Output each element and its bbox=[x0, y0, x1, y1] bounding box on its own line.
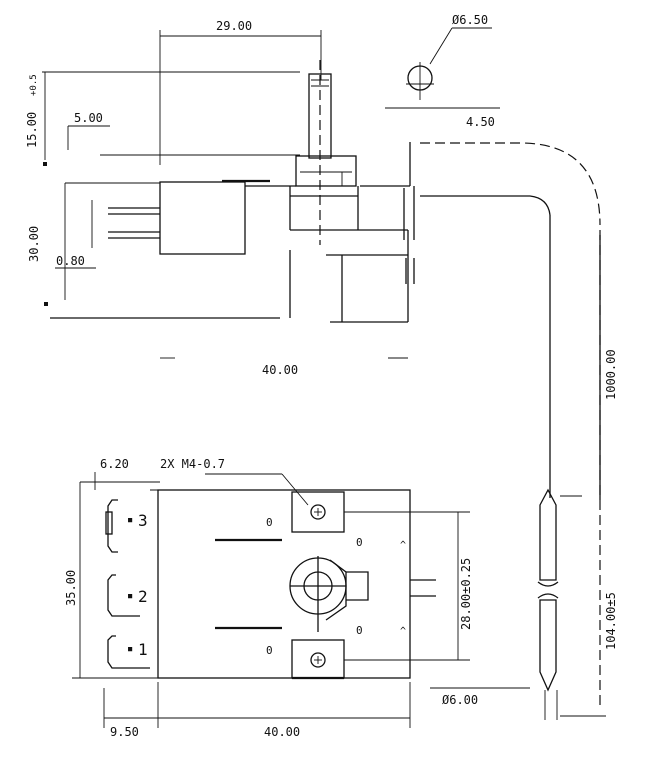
dim-pin-thickness: 0.80 bbox=[56, 254, 85, 268]
terminal-2: ■ 2 bbox=[107, 574, 148, 617]
capillary-inner bbox=[470, 195, 551, 216]
label-screw-spec: 2X M4-0.7 bbox=[160, 457, 225, 471]
terminal-1-label: 1 bbox=[138, 640, 148, 659]
dim-terminal-offset: 9.50 bbox=[110, 725, 139, 739]
screw-top bbox=[310, 504, 326, 520]
probe-break bbox=[537, 581, 559, 587]
dim-side-pad: 6.20 bbox=[100, 457, 129, 471]
bushing bbox=[295, 155, 357, 187]
top-view: 29.00 15.00 +0.5 5.00 bbox=[25, 19, 470, 377]
shaft bbox=[308, 73, 332, 159]
switch-body-top bbox=[159, 181, 246, 255]
dim-probe-dia: Ø6.00 bbox=[442, 693, 478, 707]
dim-mount-spacing: 28.00±0.25 bbox=[459, 558, 473, 630]
svg-text:^: ^ bbox=[400, 540, 406, 551]
svg-text:0: 0 bbox=[356, 536, 363, 549]
svg-text:■: ■ bbox=[128, 516, 133, 524]
probe-upper bbox=[539, 488, 557, 581]
dim-body-width-bottom: 40.00 bbox=[264, 725, 300, 739]
switch-body-front bbox=[157, 489, 411, 679]
dim-shaft-flat: 5.00 bbox=[74, 111, 103, 125]
dim-top-width: 29.00 bbox=[216, 19, 252, 33]
terminal-3-label: 3 bbox=[138, 511, 148, 530]
svg-text:0: 0 bbox=[266, 516, 273, 529]
svg-text:0: 0 bbox=[356, 624, 363, 637]
dim-body-width-top: 40.00 bbox=[262, 363, 298, 377]
svg-text:^: ^ bbox=[400, 626, 406, 637]
svg-text:■: ■ bbox=[128, 645, 133, 653]
front-view: 6.20 2X M4-0.7 ■ 3 ■ 2 ■ 1 35.00 bbox=[64, 457, 473, 739]
probe-lower bbox=[539, 599, 557, 692]
terminal-2-label: 2 bbox=[138, 587, 148, 606]
svg-text:0: 0 bbox=[266, 644, 273, 657]
dim-shaft-tolerance: +0.5 bbox=[29, 74, 39, 96]
terminal-1: ■ 1 bbox=[107, 635, 150, 669]
svg-text:■: ■ bbox=[128, 592, 133, 600]
terminal-3: ■ 3 bbox=[105, 499, 148, 553]
capillary-tube: 1000.00 104.00±5 Ø6.00 bbox=[420, 142, 618, 720]
sensor-detail: Ø6.50 4.50 bbox=[385, 13, 500, 129]
dim-sensor-dia: Ø6.50 bbox=[452, 13, 488, 27]
screw-bottom bbox=[310, 652, 326, 668]
dim-probe-length: 104.00±5 bbox=[604, 592, 618, 650]
capillary-outer bbox=[420, 142, 601, 226]
dim-front-height: 35.00 bbox=[64, 570, 78, 606]
dim-body-height: 30.00 bbox=[27, 226, 41, 262]
dim-shaft-length: 15.00 bbox=[25, 112, 39, 148]
dim-sensor-offset: 4.50 bbox=[466, 115, 495, 129]
dim-capillary-length: 1000.00 bbox=[604, 349, 618, 400]
